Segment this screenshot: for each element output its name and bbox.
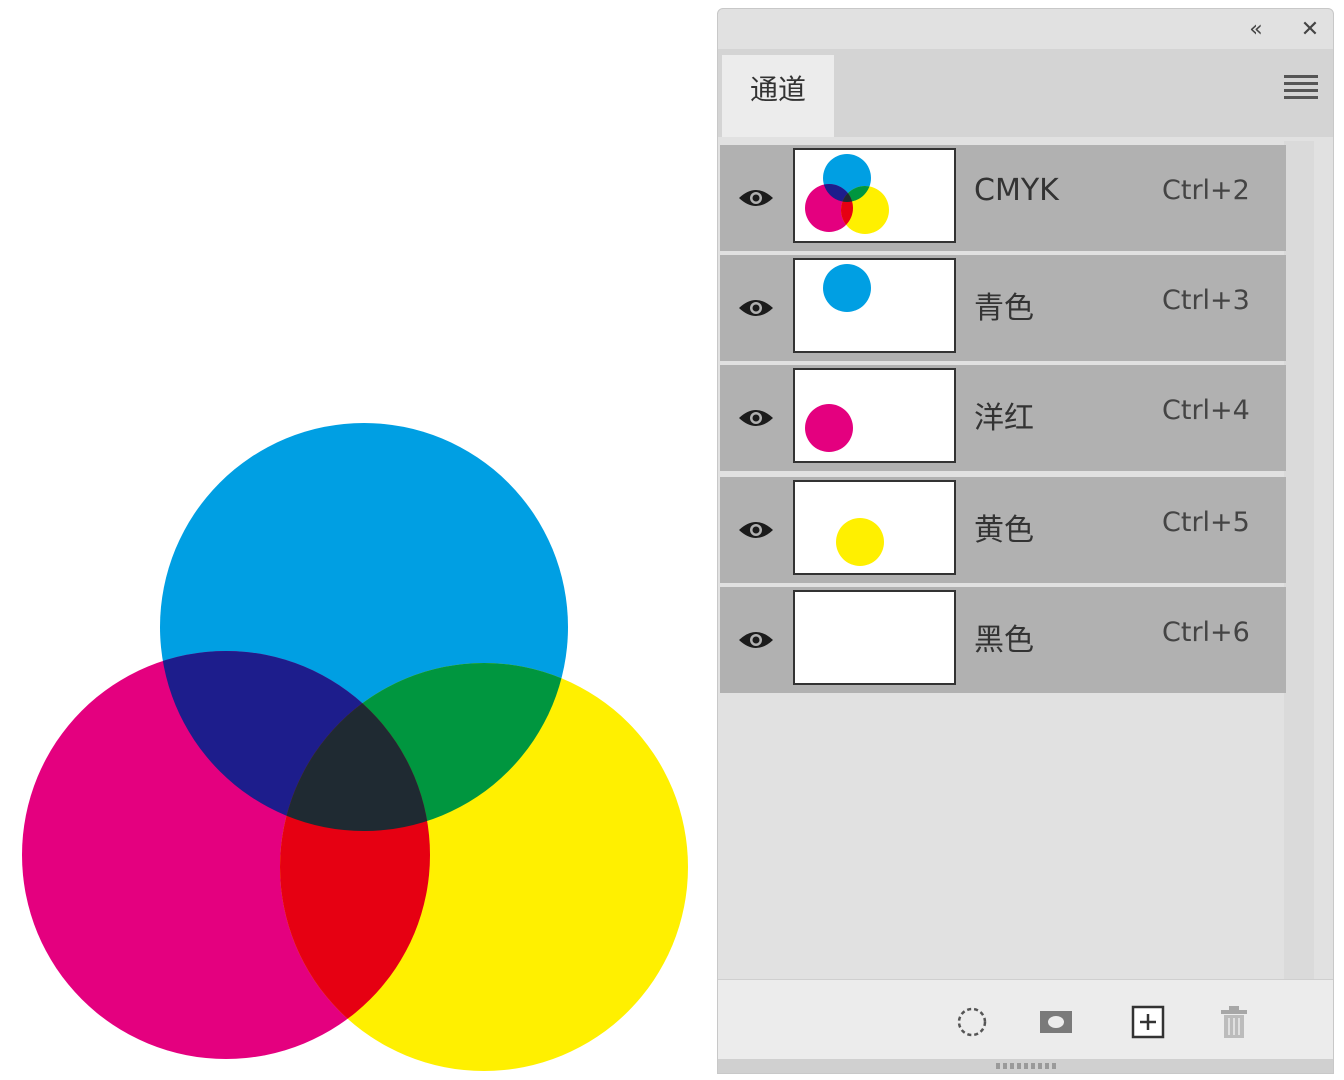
hamburger-menu-icon[interactable] [1284,75,1318,103]
channel-row-black[interactable]: 黑色 Ctrl+6 [720,587,1286,693]
eye-icon[interactable] [737,517,775,543]
channel-shortcut: Ctrl+6 [1162,617,1250,648]
channel-shortcut: Ctrl+3 [1162,285,1250,316]
double-chevron-left-icon[interactable]: « [1249,17,1263,42]
channel-thumbnail-cyan [793,258,956,353]
eye-icon[interactable] [737,185,775,211]
channel-thumbnail-black [793,590,956,685]
channel-shortcut: Ctrl+5 [1162,507,1250,538]
channel-shortcut: Ctrl+4 [1162,395,1250,426]
channel-name: CMYK [974,173,1059,208]
channel-row-magenta[interactable]: 洋红 Ctrl+4 [720,365,1286,471]
channel-shortcut: Ctrl+2 [1162,175,1250,206]
eye-icon[interactable] [737,295,775,321]
load-channel-as-selection-icon[interactable] [954,1004,990,1040]
channel-row-cyan[interactable]: 青色 Ctrl+3 [720,255,1286,361]
channels-panel: « ✕ 通道 [717,8,1334,1074]
close-icon[interactable]: ✕ [1300,17,1320,42]
channel-name: 洋红 [974,401,1034,436]
grip-dots-icon [996,1063,1056,1069]
eye-icon[interactable] [737,405,775,431]
channel-name: 青色 [974,291,1034,326]
panel-title-bar[interactable]: « ✕ [718,9,1333,49]
channel-row-yellow[interactable]: 黄色 Ctrl+5 [720,477,1286,583]
panel-resize-grip[interactable] [718,1059,1333,1073]
channel-name: 黄色 [974,513,1034,548]
channel-list[interactable]: CMYK Ctrl+2 青色 Ctrl+3 [718,141,1318,979]
new-channel-icon[interactable] [1130,1004,1166,1040]
delete-channel-icon[interactable] [1216,1004,1252,1040]
save-selection-as-channel-icon[interactable] [1038,1004,1074,1040]
channel-thumbnail-cmyk [793,148,956,243]
channel-thumbnail-magenta [793,368,956,463]
triple-overlap [280,663,430,831]
cmyk-circles-artwork [22,423,688,1071]
eye-icon[interactable] [737,627,775,653]
scrollbar-track[interactable] [1284,141,1314,979]
channel-row-cmyk[interactable]: CMYK Ctrl+2 [720,145,1286,251]
panel-footer [718,979,1333,1059]
channel-name: 黑色 [974,623,1034,658]
tab-channels[interactable]: 通道 [722,55,834,137]
channel-thumbnail-yellow [793,480,956,575]
panel-tab-strip: 通道 [718,49,1333,137]
